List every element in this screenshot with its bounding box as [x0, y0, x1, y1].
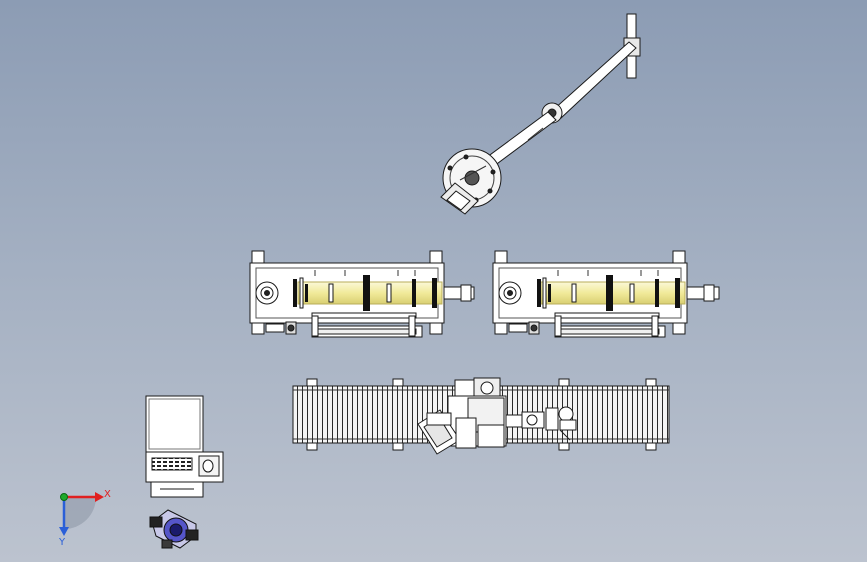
axis-y-arrow-icon	[59, 497, 69, 536]
shaft-machine-right[interactable]	[492, 250, 720, 338]
shaft-machine-left[interactable]	[249, 250, 475, 338]
conveyor-robot	[417, 377, 577, 455]
axis-x-label: X	[104, 489, 111, 500]
control-cabinet[interactable]	[145, 395, 224, 498]
axis-triad: X Y	[58, 489, 111, 548]
axis-origin-shade	[64, 497, 96, 529]
axis-origin-icon	[60, 493, 68, 501]
conveyor[interactable]	[292, 377, 670, 455]
robot-upper-arm	[552, 41, 637, 119]
cabinet-body	[145, 395, 204, 453]
axis-x-arrow-icon	[64, 492, 104, 502]
axis-y-label: Y	[58, 537, 66, 548]
gripper-part[interactable]	[149, 509, 199, 549]
cabinet-vent-grille	[151, 457, 193, 471]
robot-arm[interactable]	[440, 13, 641, 215]
